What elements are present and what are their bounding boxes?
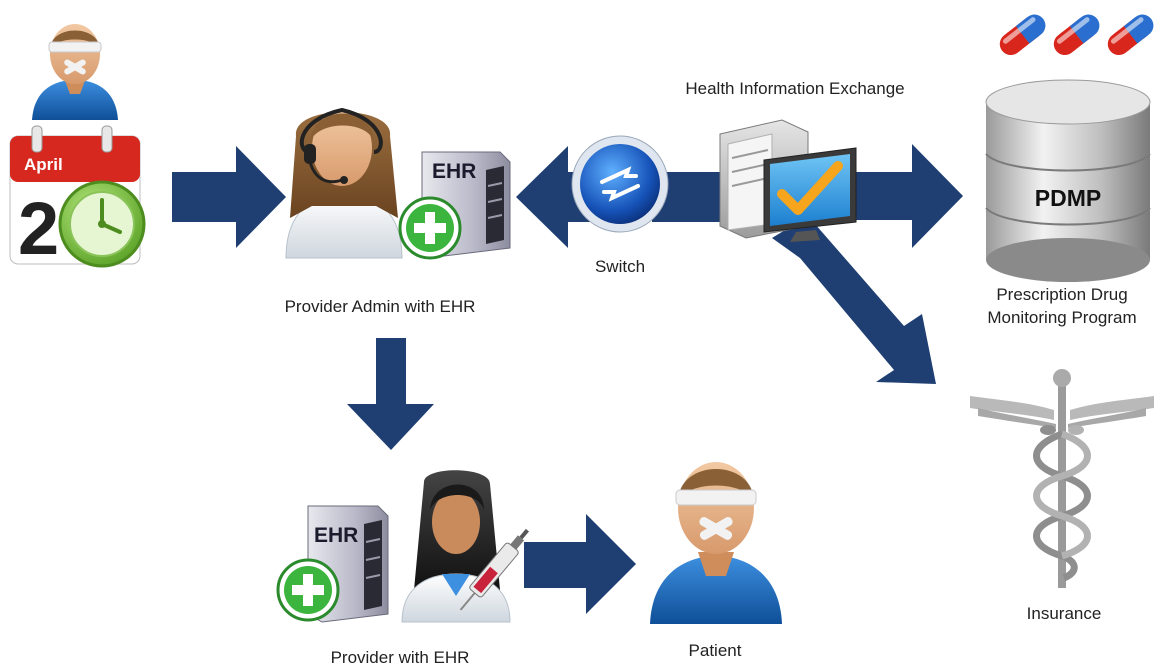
database-icon: PDMP: [985, 79, 1151, 282]
label-hie: Health Information Exchange: [685, 79, 905, 98]
clock-icon: [58, 180, 146, 268]
label-provider: Provider with EHR: [330, 648, 470, 667]
label-pdmp: Prescription Drug Monitoring Program: [962, 283, 1162, 329]
calendar-day: 2: [18, 187, 59, 270]
label-pdmp-line2: Monitoring Program: [987, 308, 1137, 327]
label-patient: Patient: [688, 641, 742, 660]
ehr-server-icon: EHR: [398, 151, 511, 260]
arrow-ehr-to-admin: [516, 146, 590, 248]
patient-icon: [650, 462, 782, 624]
arrow-provider-to-patient: [524, 514, 636, 614]
plus-icon: [276, 558, 340, 622]
label-insurance: Insurance: [1026, 604, 1102, 623]
plus-icon: [398, 196, 462, 260]
calendar-clock-icon: April 2: [9, 125, 146, 270]
pdmp-db-label: PDMP: [1035, 185, 1101, 211]
label-switch: Switch: [594, 257, 646, 276]
label-provider-admin: Provider Admin with EHR: [284, 297, 476, 316]
arrow-calendar-to-admin: [172, 146, 286, 248]
arrow-hie-to-insurance: [772, 216, 936, 384]
pill-icon: [999, 14, 1046, 56]
pill-icon: [1053, 14, 1100, 56]
arrow-admin-to-provider: [347, 338, 434, 450]
doctor-syringe-icon: [401, 470, 529, 623]
caduceus-icon: [970, 369, 1154, 588]
label-pdmp-line1: Prescription Drug: [996, 285, 1128, 304]
switch-icon: [571, 135, 669, 233]
arrow-hie-to-pdmp: [850, 144, 963, 248]
ehr-label-bottom: EHR: [314, 524, 358, 547]
pill-icon: [1107, 14, 1154, 56]
patient-icon: [32, 24, 118, 120]
calendar-month: April: [24, 155, 63, 174]
hie-computer-icon: [719, 119, 857, 242]
ehr-server-icon: EHR: [276, 505, 389, 623]
ehr-label-top: EHR: [432, 160, 476, 183]
admin-headset-icon: [285, 107, 403, 259]
